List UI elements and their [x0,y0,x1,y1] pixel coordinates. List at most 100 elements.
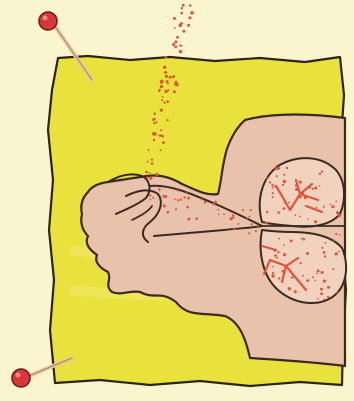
particle [232,214,234,216]
particle [155,173,158,176]
particle [278,277,280,279]
particle [300,262,302,264]
particle [176,189,178,191]
particle [159,189,161,191]
particle [187,197,190,200]
particle [283,174,285,176]
particle [190,11,194,15]
particle [182,30,185,33]
particle [277,211,280,214]
particle [290,240,293,243]
particle [274,250,276,252]
particle [180,12,183,15]
particle [338,251,340,253]
particle [163,205,166,208]
particle [273,186,275,188]
particle [321,171,323,173]
particle [283,180,286,183]
particle [323,206,325,208]
particle [323,251,326,254]
particle [324,242,326,244]
particle [172,75,175,78]
particle [284,201,286,203]
particle [291,276,294,279]
particle [257,225,259,227]
particle [327,286,330,289]
particle [272,192,274,194]
particle [288,202,290,204]
particle [160,80,164,84]
particle [173,90,176,93]
particle [269,181,271,183]
particle [335,233,337,235]
particle [288,287,291,290]
particle [175,81,178,84]
particle [163,102,165,104]
particle [213,203,216,206]
particle [154,113,157,116]
particle [323,280,326,283]
particle [335,252,338,255]
particle [319,173,321,175]
particle [321,271,324,274]
particle [217,209,219,211]
particle [317,210,319,212]
particle [155,121,157,123]
particle [324,255,326,257]
particle [337,292,339,294]
particle [248,232,250,234]
particle [148,149,150,151]
particle [147,161,149,163]
particle [150,177,152,179]
particle [165,75,168,78]
particle [317,269,320,272]
particle [250,209,252,211]
particle [251,223,253,225]
particle [183,196,185,198]
particle [189,4,192,7]
particle [160,109,163,112]
particle [306,252,309,255]
particle [307,218,309,220]
particle [339,234,341,236]
particle [174,198,176,200]
particle [164,90,167,93]
particle [266,211,268,213]
particle [323,299,325,301]
particle [274,167,277,170]
particle [153,139,155,141]
particle [336,211,339,214]
particle [161,99,163,101]
particle [174,18,176,20]
particle [255,230,257,232]
particle [335,201,337,203]
particle [320,288,323,291]
particle [301,238,303,240]
particle [312,188,314,190]
particle [174,46,177,49]
particle [320,292,323,295]
particle [330,204,332,206]
particle [272,196,274,198]
particle [169,76,172,79]
particle [218,214,220,216]
particle [295,184,298,187]
particle [154,118,156,120]
particle [283,253,286,256]
particle [223,213,225,215]
particle [294,214,296,216]
particle [271,274,274,277]
particle [333,239,335,241]
particle [332,268,334,270]
particle [331,205,334,208]
particle [187,218,190,221]
particle [164,195,167,198]
particle [233,228,235,230]
particle [180,22,183,25]
particle [338,214,341,217]
particle [276,175,278,177]
particle [167,119,169,121]
particle [299,181,302,184]
particle [158,89,160,91]
particle [282,207,285,210]
